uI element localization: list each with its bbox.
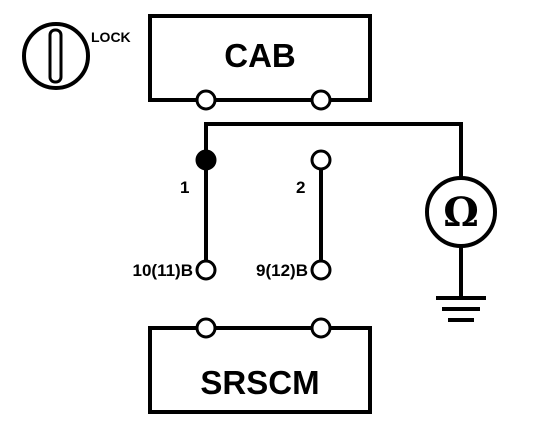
- terminal-pin-10: [195, 259, 217, 281]
- terminal-pin-2: [310, 149, 332, 171]
- pin-10-label: 10(11)B: [133, 261, 193, 280]
- ground-icon: [436, 296, 486, 322]
- cab-terminal-left: [195, 89, 217, 111]
- terminal-pin-9: [310, 259, 332, 281]
- srscm-terminal-left: [195, 317, 217, 339]
- pin-1-label: 1: [180, 178, 189, 197]
- pin-2-label: 2: [296, 178, 305, 197]
- cab-box: [148, 14, 372, 102]
- wiring: [204, 122, 463, 298]
- lock-label: LOCK: [91, 29, 131, 45]
- ohmmeter-icon: [425, 176, 497, 248]
- wire-pin1-to-ohmmeter: [204, 122, 463, 180]
- pin-9-label: 9(12)B: [256, 261, 308, 280]
- cab-label: CAB: [224, 37, 296, 74]
- srscm-label: SRSCM: [200, 364, 319, 401]
- srscm-terminal-right: [310, 317, 332, 339]
- ignition-key-lock-icon: [22, 22, 90, 90]
- ohmmeter-symbol: Ω: [443, 189, 479, 236]
- terminal-pin-1: [195, 149, 217, 171]
- cab-terminal-right: [310, 89, 332, 111]
- srscm-box: [148, 326, 372, 414]
